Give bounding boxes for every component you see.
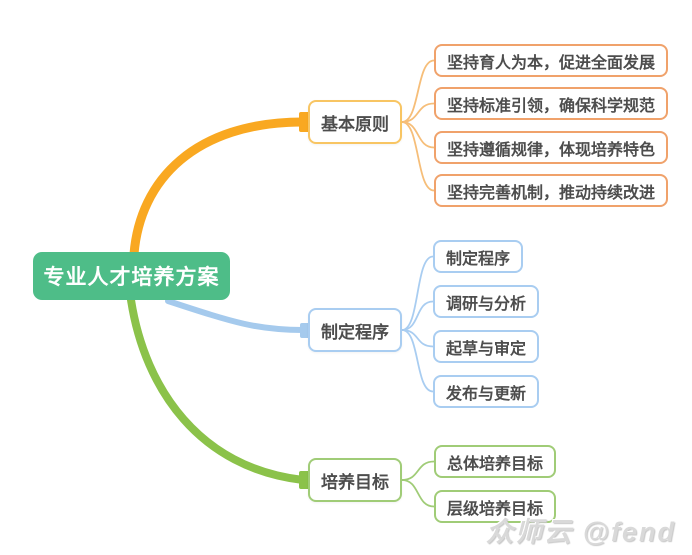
child-node[interactable]: 坚持育人为本，促进全面发展: [434, 44, 669, 77]
child-node[interactable]: 坚持完善机制，推动持续改进: [434, 174, 669, 207]
child-node[interactable]: 总体培养目标: [434, 445, 557, 478]
child-node[interactable]: 坚持标准引领，确保科学规范: [434, 87, 669, 120]
connector-procedure-child-4: [401, 329, 434, 393]
connector-procedure-child-2: [401, 300, 434, 331]
connector-procedure-child-1: [401, 255, 434, 331]
branch-tab-procedure: [300, 323, 310, 338]
watermark: 众师云 @fend: [486, 517, 676, 547]
child-node[interactable]: 层级培养目标: [434, 490, 557, 523]
branch-curve-procedure: [165, 298, 306, 333]
connector-basic-principles-child-2: [401, 102, 435, 123]
branch-node-procedure[interactable]: 制定程序: [308, 308, 402, 352]
connector-basic-principles-child-1: [401, 59, 435, 123]
branch-curve-goals: [127, 296, 307, 484]
connector-basic-principles-child-4: [401, 121, 435, 192]
child-node[interactable]: 制定程序: [433, 240, 524, 273]
child-node[interactable]: 起草与审定: [433, 330, 540, 363]
branch-node-goals[interactable]: 培养目标: [308, 458, 402, 502]
connector-goals-child-2: [401, 479, 435, 508]
branch-node-basic-principles[interactable]: 基本原则: [308, 100, 402, 144]
branch-curve-basic-principles: [129, 117, 308, 259]
root-node[interactable]: 专业人才培养方案: [33, 252, 230, 300]
child-node[interactable]: 调研与分析: [433, 285, 540, 318]
child-node[interactable]: 坚持遵循规律，体现培养特色: [434, 131, 669, 164]
connector-goals-child-1: [401, 460, 435, 481]
connector-basic-principles-child-3: [401, 121, 435, 149]
child-node[interactable]: 发布与更新: [433, 375, 540, 408]
